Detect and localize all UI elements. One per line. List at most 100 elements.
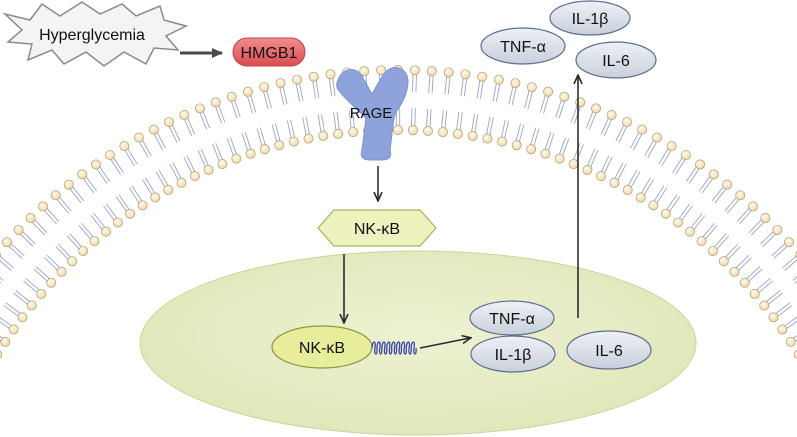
cytokine-tnf-nucleus: TNF-α [469,300,555,336]
lipid-head [163,185,174,195]
nucleus [139,250,697,436]
lipid-head [543,86,554,97]
cytokine-il1b-secreted: IL-1β [549,0,631,36]
lipid-head [148,124,159,135]
lipid-head [648,200,659,211]
il1b-secreted-label: IL-1β [572,11,609,28]
lipid-head [582,164,593,175]
lipid-tail [0,255,14,269]
lipid-head [259,82,270,93]
lipid-head [681,150,691,161]
lipid-head [189,171,200,182]
lipid-head [591,103,601,114]
lipid-head [660,208,671,219]
lipid-head [729,266,740,277]
lipid-head [477,71,488,82]
rage-label: RAGE [350,105,393,122]
lipid-head [0,350,3,359]
lipid-head [408,125,418,136]
lipid-head [46,277,57,288]
lipid-head [718,256,729,267]
lipid-head [695,159,705,170]
lipid-head [308,71,319,82]
tnf-secreted-label: TNF-α [500,39,546,56]
cytokine-il1b-nucleus: IL-1β [470,335,556,373]
cytokine-tnf-secreted: TNF-α [480,27,566,65]
lipid-tail [0,260,12,271]
lipid-head [622,185,633,195]
lipid-head [696,236,707,247]
lipid-head [673,217,683,228]
nfkb-nucleus-node: NK-κB [271,325,373,369]
lipid-head [785,336,796,347]
lipid-head [0,336,11,347]
lipid-head [303,133,314,144]
lipid-head [288,136,299,147]
lipid-head [195,103,205,114]
lipid-head [493,74,504,85]
cytokine-il6-nucleus: IL-6 [566,330,652,370]
rage-receptor: RAGE [336,67,409,161]
lipid-head [707,246,718,256]
lipid-head [722,179,733,190]
lipid-head [8,324,19,335]
il1b-nucleus-label: IL-1β [495,347,532,364]
lipid-head [497,136,508,147]
lipid-head [38,201,48,212]
lipid-head [760,213,771,223]
lipid-head [63,179,74,190]
lipid-head [274,140,285,151]
lipid-head [77,169,88,180]
lipid-head [606,110,617,120]
lipid-head [652,132,662,143]
lipid-head [637,124,648,135]
lipid-head [359,66,370,77]
lipid-tail [792,276,797,281]
lipid-head [596,171,607,182]
lipid-head [748,201,758,212]
lipid-head [511,140,522,151]
lipid-head [622,117,632,127]
lipid-head [426,66,437,77]
lipid-head [36,288,47,299]
tnf-nucleus-label: TNF-α [489,311,535,328]
lipid-head [179,110,190,120]
lipid-head [482,133,493,144]
lipid-head [2,237,12,248]
lipid-head [526,82,537,93]
lipid-head [325,69,336,80]
lipid-head [772,224,783,235]
lipid-head [242,86,253,97]
lipid-head [554,153,565,164]
lipid-head [708,169,719,180]
lipid-head [452,128,463,139]
lipid-head [119,141,130,152]
lipid-head [245,148,256,159]
lipid-head [125,208,136,219]
lipid-head [56,266,67,277]
hyperglycemia-label: Hyperglycemia [39,27,145,44]
lipid-head [217,159,228,169]
lipid-head [259,144,270,155]
lipid-head [393,125,403,135]
lipid-head [777,324,788,335]
hmgb1-node: HMGB1 [232,37,306,67]
lipid-head [231,153,242,164]
lipid-head [423,126,433,136]
lipid-head [793,349,797,360]
il6-nucleus-label: IL-6 [595,343,623,360]
lipid-head [540,148,551,159]
lipid-head [137,200,148,211]
lipid-head [210,97,221,108]
lipid-head [784,237,794,248]
lipid-head [735,190,746,201]
lipid-head [150,192,161,203]
arrow-transcription [419,338,470,349]
lipid-head [13,224,24,235]
lipid-head [635,192,646,203]
lipid-head [292,74,303,85]
lipid-head [275,78,286,89]
lipid-head [25,213,36,223]
nfkb-cytoplasm-label: NK-κB [354,221,400,238]
